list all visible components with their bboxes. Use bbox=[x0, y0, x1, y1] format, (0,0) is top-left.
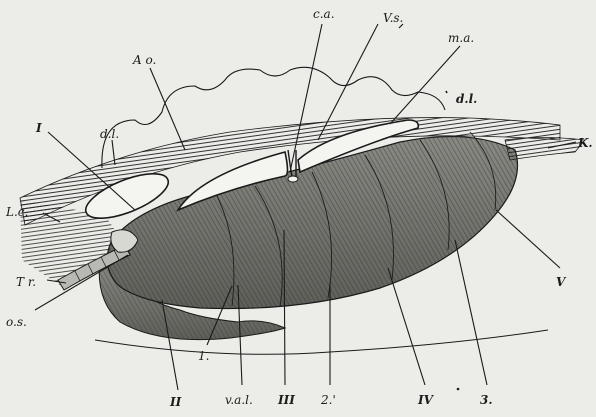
label-ma: m.a. bbox=[448, 31, 474, 45]
label-tr: T r. bbox=[16, 275, 36, 289]
label-roman-3: III bbox=[277, 393, 295, 407]
label-lc: L.c. bbox=[5, 205, 28, 219]
cardiac-artery-base bbox=[288, 176, 298, 182]
label-num-3: 3. bbox=[480, 393, 493, 407]
label-vs: V.s. bbox=[383, 11, 403, 25]
label-k: K. bbox=[577, 136, 593, 150]
label-val: v.a.l. bbox=[225, 393, 253, 407]
label-dl-right: d.l. bbox=[456, 92, 477, 106]
label-roman-2: II bbox=[169, 395, 182, 409]
tick-dl bbox=[446, 91, 447, 93]
label-roman-1: I bbox=[35, 121, 42, 135]
tick-iv bbox=[457, 388, 460, 391]
label-num-1: 1. bbox=[198, 349, 209, 363]
label-num-2: 2.' bbox=[320, 393, 336, 407]
label-os: o.s. bbox=[6, 315, 27, 329]
label-ca: c.a. bbox=[313, 7, 335, 21]
label-roman-4: IV bbox=[417, 393, 435, 407]
label-ao: A o. bbox=[132, 53, 156, 67]
label-dl-left: d.l. bbox=[100, 127, 119, 141]
